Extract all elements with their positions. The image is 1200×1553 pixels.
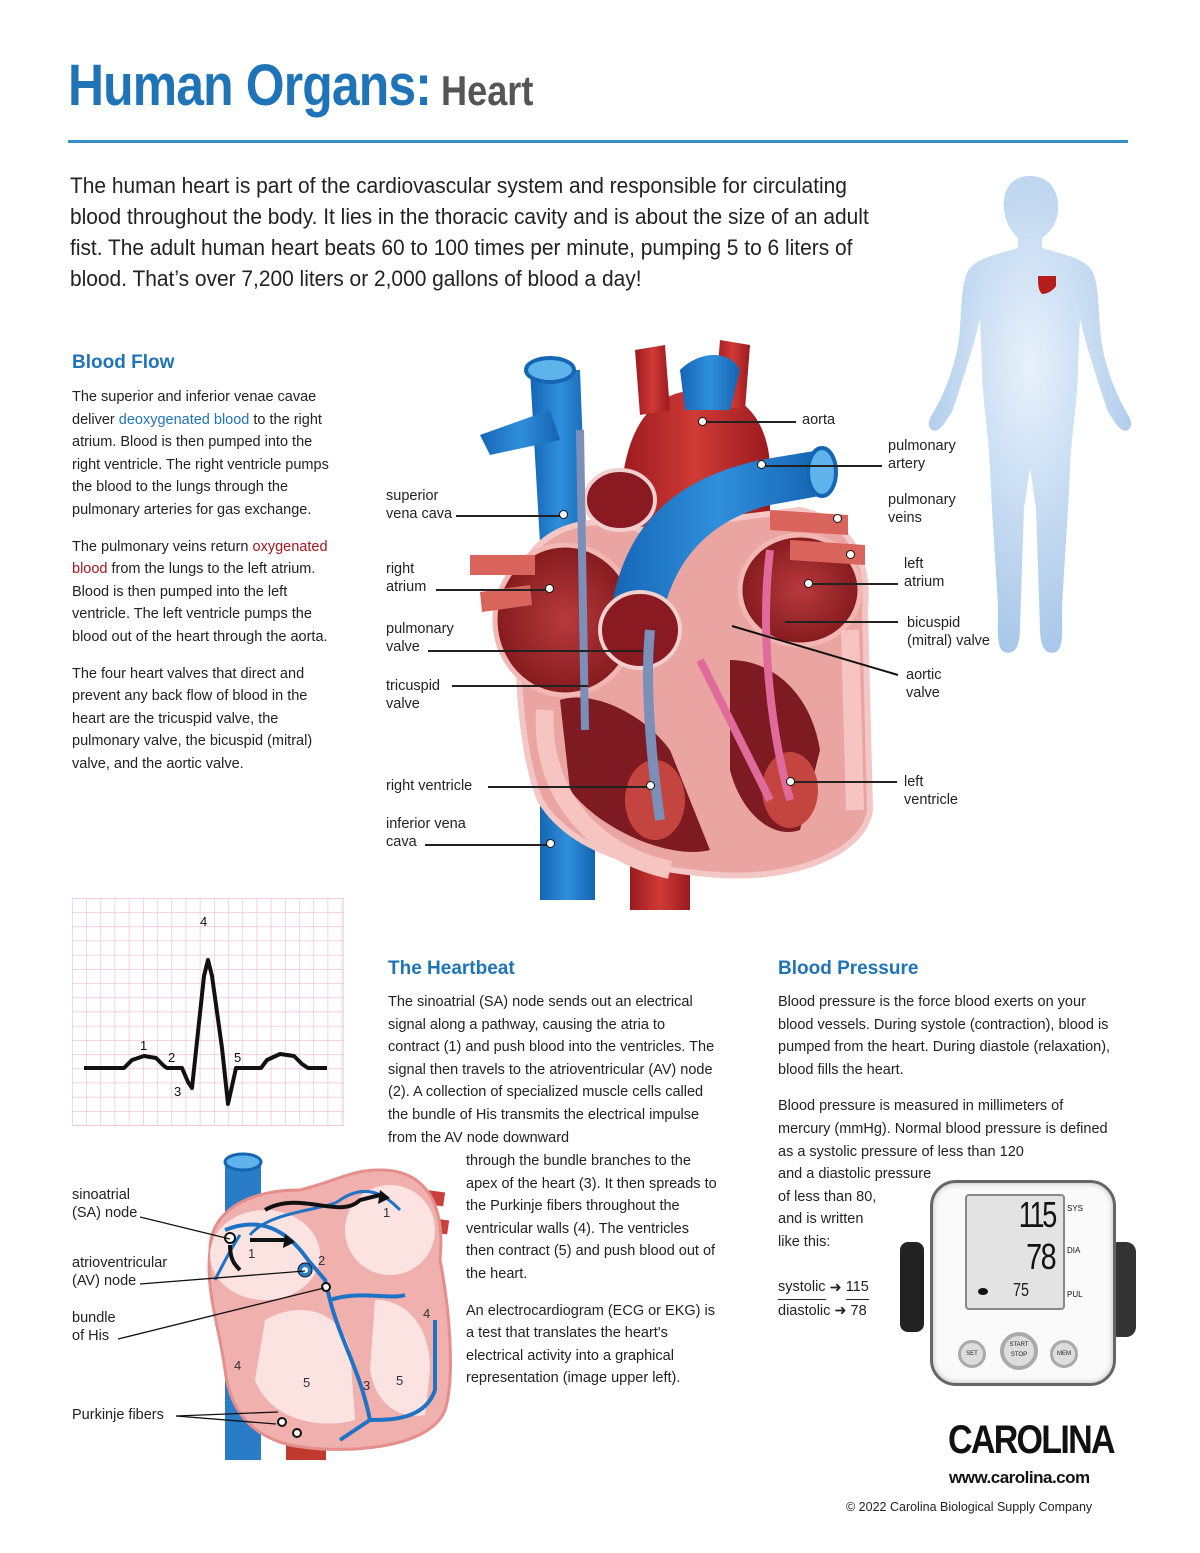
heartbeat-paragraph-1: The sinoatrial (SA) node sends out an el…	[388, 994, 715, 1146]
pointer-dot-icon	[833, 514, 842, 523]
svg-text:4: 4	[423, 1306, 430, 1321]
label-bicuspid-valve: bicuspid(mitral) valve	[907, 615, 990, 649]
svg-text:1: 1	[248, 1246, 255, 1261]
mem-button[interactable]: MEM	[1050, 1340, 1078, 1368]
heartbeat-paragraph-1-cont: through the bundle branches to the apex …	[466, 1150, 721, 1404]
label-right-ventricle: right ventricle	[386, 778, 473, 794]
heart-pulse-icon	[978, 1288, 988, 1295]
heart-anatomy-illustration	[470, 340, 874, 910]
bp-monitor-illustration: 115 78 75 SYS DIA PUL SET START STOP MEM	[900, 1172, 1140, 1387]
label-purkinje-fibers: Purkinje fibers	[72, 1407, 164, 1423]
svg-text:5: 5	[303, 1375, 310, 1390]
lcd-diastolic: 78	[1026, 1236, 1056, 1277]
blood-pressure-paragraph-1: Blood pressure is the force blood exerts…	[778, 994, 1111, 1078]
leader-line	[794, 781, 897, 783]
blood-pressure-paragraph-2: Blood pressure is measured in millimeter…	[778, 1098, 1108, 1160]
conduction-system-illustration: 1 1 2 4 4 5 3 5	[207, 1152, 452, 1460]
svg-text:5: 5	[396, 1373, 403, 1388]
label-av-node: atrioventricular(AV) node	[72, 1255, 168, 1289]
svg-text:1: 1	[383, 1205, 390, 1220]
blood-pressure-heading: Blood Pressure	[778, 958, 919, 979]
title-divider	[68, 140, 1128, 143]
leader-line	[812, 583, 898, 585]
heartbeat-section: The Heartbeat The sinoatrial (SA) node s…	[388, 958, 718, 1149]
copyright: © 2022 Carolina Biological Supply Compan…	[846, 1500, 1093, 1514]
leader-line	[452, 685, 588, 687]
page-subtitle: Heart	[430, 67, 534, 114]
bp-reading-fraction: systolic ➜ 115 diastolic ➜ 78	[778, 1276, 898, 1322]
blood-flow-heading: Blood Flow	[72, 352, 175, 373]
leader-line	[765, 465, 882, 467]
cuff-left	[900, 1242, 924, 1332]
leader-line	[118, 1287, 325, 1340]
page-title: Human Organs: Heart	[68, 53, 534, 118]
leader-line	[436, 589, 546, 591]
pointer-dot-icon	[546, 839, 555, 848]
pointer-dot-icon	[545, 584, 554, 593]
leader-line	[428, 650, 643, 652]
blood-flow-section: Blood Flow The superior and inferior ven…	[72, 352, 342, 790]
intro-paragraph: The human heart is part of the cardiovas…	[70, 173, 869, 291]
blood-flow-paragraph-1: The superior and inferior venae cavae de…	[72, 389, 329, 518]
heartbeat-paragraph-2: An electrocardiogram (ECG or EKG) is a t…	[466, 1302, 715, 1387]
oxygenated-highlight: oxygenated blood	[72, 538, 328, 578]
pointer-dot-icon	[646, 781, 655, 790]
label-sa-node: sinoatrial(SA) node	[72, 1187, 138, 1221]
body-silhouette-icon	[928, 176, 1132, 653]
arrow-right-icon: ➜	[829, 1279, 842, 1296]
ecg-marker-4: 4	[200, 914, 207, 929]
carolina-url[interactable]: www.carolina.com	[949, 1468, 1090, 1487]
sys-indicator: SYS	[1067, 1204, 1084, 1213]
leader-line	[456, 515, 561, 517]
svg-text:3: 3	[363, 1378, 370, 1393]
blood-pressure-section: Blood Pressure Blood pressure is the for…	[778, 958, 1118, 1254]
start-stop-button[interactable]: START STOP	[1000, 1332, 1038, 1370]
ecg-marker-2: 2	[168, 1050, 175, 1065]
leader-line	[488, 786, 648, 788]
leader-line	[425, 844, 547, 846]
carolina-logo: CAROLINA	[948, 1418, 1116, 1462]
svg-text:4: 4	[234, 1358, 241, 1373]
pointer-dot-icon	[846, 550, 855, 559]
ecg-marker-1: 1	[140, 1038, 147, 1053]
arrow-right-icon: ➜	[834, 1302, 847, 1319]
svg-text:2: 2	[318, 1253, 325, 1268]
lcd-systolic: 115	[1018, 1194, 1058, 1235]
leader-line	[785, 621, 898, 623]
blood-flow-paragraph-2: The pulmonary veins return oxygenated bl…	[72, 538, 328, 645]
leader-line	[140, 1216, 231, 1240]
set-button[interactable]: SET	[958, 1340, 986, 1368]
leader-line	[140, 1270, 306, 1285]
pointer-dot-icon	[559, 510, 568, 519]
ecg-marker-5: 5	[234, 1050, 241, 1065]
ecg-marker-3: 3	[174, 1084, 181, 1099]
lcd-pulse: 75	[1013, 1280, 1030, 1300]
label-aorta: aorta	[802, 412, 836, 428]
leader-line	[176, 1411, 279, 1425]
heart-marker-icon	[1038, 276, 1056, 294]
ecg-chart: 1 2 3 4 5	[72, 898, 344, 1126]
blood-pressure-paragraph-2-cont: and a diastolic pressure of less than 80…	[778, 1166, 932, 1250]
dia-indicator: DIA	[1067, 1246, 1081, 1255]
blood-flow-paragraph-3: The four heart valves that direct and pr…	[72, 665, 313, 772]
deoxygenated-highlight: deoxygenated blood	[118, 411, 250, 428]
heartbeat-heading: The Heartbeat	[388, 958, 515, 979]
pul-indicator: PUL	[1067, 1290, 1083, 1299]
pointer-dot-icon	[757, 460, 766, 469]
leader-line	[731, 625, 899, 676]
leader-line	[706, 421, 796, 423]
